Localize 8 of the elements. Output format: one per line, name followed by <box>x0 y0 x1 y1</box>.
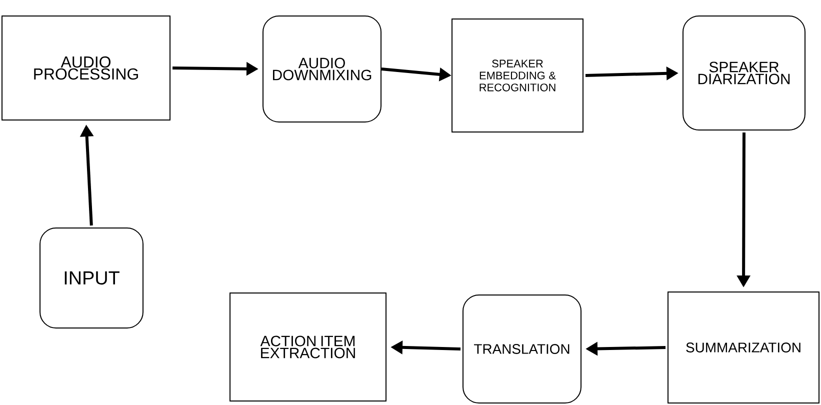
input-box: INPUT <box>40 228 144 328</box>
process-box: SUMMARIZATION <box>668 292 820 404</box>
process-box: ACTION ITEM EXTRACTION <box>230 292 386 402</box>
process-box: SPEAKER DIARIZATION <box>682 16 806 130</box>
process-box: AUDIO DOWNMIXING <box>262 16 382 122</box>
process-box: TRANSLATION <box>462 294 582 404</box>
process-box: AUDIO PROCESSING <box>2 16 170 120</box>
process-box: SPEAKER EMBEDDING & RECOGNITION <box>452 18 584 132</box>
